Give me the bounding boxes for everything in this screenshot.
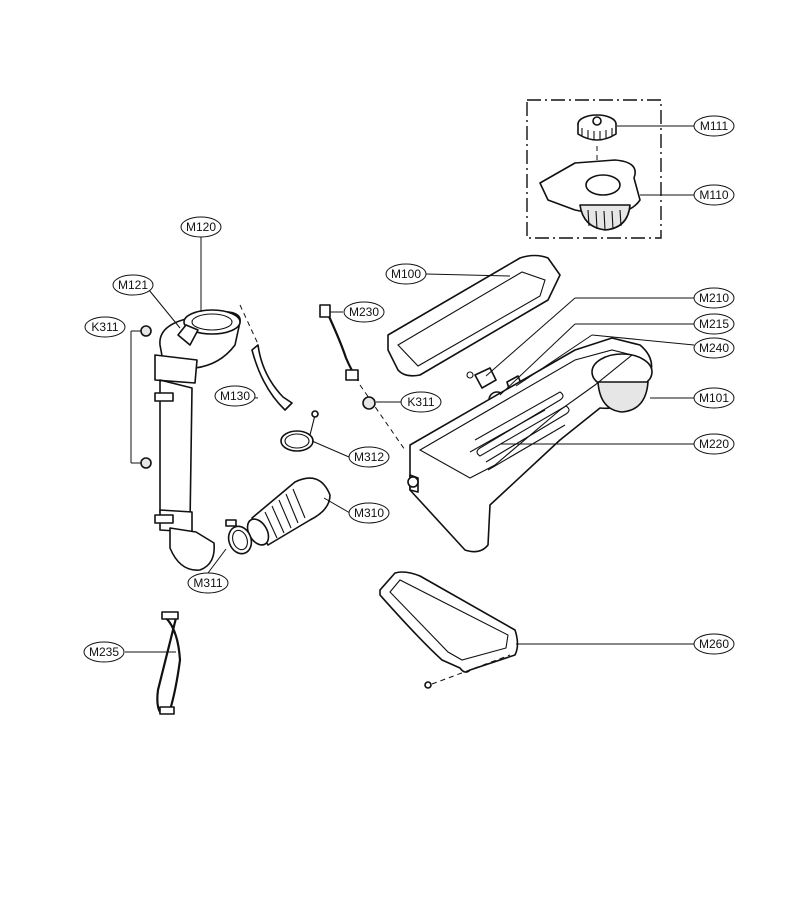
- part-tag: M240: [693, 337, 735, 359]
- part-tag: M215: [693, 313, 735, 335]
- part-tag: M130: [214, 385, 256, 407]
- tag-label: M111: [700, 119, 729, 133]
- part-tag: M260: [693, 633, 735, 655]
- tag-label: M215: [699, 317, 729, 331]
- tag-label: M312: [354, 450, 384, 464]
- tag-label: M260: [699, 637, 729, 651]
- part-tag: M120: [180, 216, 222, 238]
- heater-coil-part: [469, 391, 570, 471]
- part-tag: M110: [693, 184, 735, 206]
- tag-label: M220: [699, 437, 729, 451]
- fan-housing-part: [539, 159, 641, 231]
- fastener-part: [362, 396, 376, 410]
- part-tag: M111: [693, 115, 735, 137]
- part-tag: M312: [348, 446, 390, 468]
- tag-label: M121: [118, 278, 148, 292]
- duct-clip-part: [177, 324, 199, 346]
- part-tag: M210: [693, 287, 735, 309]
- wire-harness-part: [156, 611, 182, 715]
- top-cover-part: [387, 254, 561, 379]
- frame-bracket-part: [379, 571, 519, 689]
- tag-label: M310: [354, 506, 384, 520]
- fastener-part: [130, 325, 152, 469]
- part-tag: K311: [84, 316, 126, 338]
- part-tag: M235: [83, 641, 125, 663]
- inset-frame: [526, 99, 662, 239]
- tag-label: M100: [391, 267, 421, 281]
- part-tag: K311: [400, 391, 442, 413]
- part-tag: M101: [693, 387, 735, 409]
- tag-label: M311: [193, 576, 222, 590]
- hose-clamp-part: [225, 519, 253, 555]
- part-tag: M100: [385, 263, 427, 285]
- tag-label: M240: [699, 341, 729, 355]
- part-tag: M230: [343, 301, 385, 323]
- hose-clamp-part: [280, 410, 319, 452]
- part-tag: M121: [112, 274, 154, 296]
- part-tag: M220: [693, 433, 735, 455]
- leader-lines: [125, 236, 695, 653]
- tag-label: K311: [407, 395, 434, 409]
- bellows-hose-part: [246, 477, 331, 546]
- part-tag: M310: [348, 502, 390, 524]
- tag-label: M130: [220, 389, 250, 403]
- fan-assembly-inset: [526, 99, 694, 239]
- wire-harness-part: [319, 304, 406, 451]
- tag-label: M101: [699, 391, 729, 405]
- tag-label: M230: [349, 305, 379, 319]
- hose-part: [239, 304, 293, 411]
- tag-label: K311: [91, 320, 118, 334]
- tag-label: M210: [699, 291, 729, 305]
- tag-label: M120: [186, 220, 216, 234]
- tag-label: M110: [699, 188, 728, 202]
- vertical-duct-part: [154, 309, 241, 571]
- fan-motor-part: [577, 114, 617, 141]
- tag-label: M235: [89, 645, 119, 659]
- part-tag: M311: [187, 572, 229, 594]
